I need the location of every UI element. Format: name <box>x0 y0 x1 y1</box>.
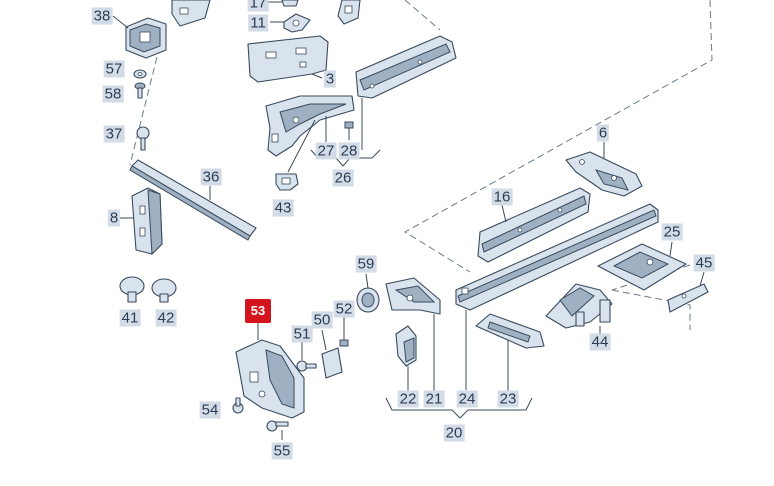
label-part-23[interactable]: 23 <box>497 390 519 408</box>
part-17-edge <box>268 0 299 7</box>
label-part-6[interactable]: 6 <box>596 124 610 142</box>
part-50-block[interactable] <box>321 329 343 379</box>
label-part-45[interactable]: 45 <box>693 254 715 272</box>
group-20-bracket <box>385 397 533 419</box>
part-21-bracket[interactable] <box>385 277 441 392</box>
part-51-screw[interactable] <box>296 342 317 372</box>
part-54-screw[interactable] <box>232 397 244 414</box>
label-part-27[interactable]: 27 <box>315 142 337 160</box>
part-3-plate[interactable] <box>247 35 329 83</box>
label-part-54[interactable]: 54 <box>199 401 221 419</box>
part-6-bracket[interactable] <box>565 142 643 197</box>
label-part-37[interactable]: 37 <box>103 125 125 143</box>
label-part-25[interactable]: 25 <box>661 223 683 241</box>
label-part-44[interactable]: 44 <box>589 333 611 351</box>
part-upper-rail-end[interactable] <box>171 0 211 27</box>
part-16-rail[interactable] <box>477 187 591 263</box>
label-part-8[interactable]: 8 <box>107 209 121 227</box>
label-part-17[interactable]: 17 <box>247 0 269 12</box>
label-part-43[interactable]: 43 <box>272 199 294 217</box>
label-part-59[interactable]: 59 <box>355 255 377 273</box>
part-11-nut[interactable] <box>270 13 311 33</box>
part-37-bolt[interactable] <box>136 126 150 151</box>
part-38-clip[interactable] <box>112 15 167 59</box>
label-part-16[interactable]: 16 <box>491 188 513 206</box>
part-57-washer[interactable] <box>133 69 147 79</box>
part-45-plate[interactable] <box>667 271 709 313</box>
part-59-grommet[interactable] <box>356 273 380 313</box>
part-43-clip[interactable] <box>275 173 299 191</box>
label-part-36[interactable]: 36 <box>200 168 222 186</box>
part-36-crossbar[interactable] <box>129 159 257 241</box>
label-part-38[interactable]: 38 <box>91 7 113 25</box>
part-25-floor-plate[interactable] <box>597 241 687 291</box>
label-part-41[interactable]: 41 <box>119 309 141 327</box>
label-part-11[interactable]: 11 <box>248 14 268 32</box>
part-22-bracket[interactable] <box>395 325 417 392</box>
label-part-52[interactable]: 52 <box>333 300 355 318</box>
part-58-screw[interactable] <box>134 82 146 99</box>
part-27-wheelhouse-bracket[interactable] <box>265 95 363 173</box>
label-part-55[interactable]: 55 <box>271 442 293 460</box>
label-part-21[interactable]: 21 <box>423 390 445 408</box>
label-part-50[interactable]: 50 <box>311 311 333 329</box>
label-part-22[interactable]: 22 <box>397 390 419 408</box>
part-23-plate[interactable] <box>475 313 545 392</box>
part-41-bolt[interactable] <box>119 276 145 303</box>
part-24-sill[interactable] <box>455 203 659 390</box>
part-small-bracket-top[interactable] <box>337 0 361 25</box>
part-53-panel[interactable] <box>235 322 305 419</box>
part-42-bolt[interactable] <box>151 278 177 303</box>
label-part-51[interactable]: 51 <box>291 325 313 343</box>
label-part-53-highlighted[interactable]: 53 <box>245 299 271 323</box>
label-part-24[interactable]: 24 <box>456 390 478 408</box>
label-part-42[interactable]: 42 <box>155 309 177 327</box>
part-55-bolt[interactable] <box>266 420 289 440</box>
part-44-bracket[interactable] <box>545 283 613 340</box>
part-28-bolt[interactable] <box>344 121 354 140</box>
label-part-57[interactable]: 57 <box>103 60 125 78</box>
label-part-26[interactable]: 26 <box>332 169 354 187</box>
part-52-screw[interactable] <box>339 316 349 347</box>
part-8-bracket[interactable] <box>120 187 163 256</box>
part-upper-longitudinal[interactable] <box>355 35 457 99</box>
label-part-28[interactable]: 28 <box>338 142 360 160</box>
label-part-58[interactable]: 58 <box>102 85 124 103</box>
label-part-20[interactable]: 20 <box>443 424 465 442</box>
label-part-3[interactable]: 3 <box>323 70 337 88</box>
